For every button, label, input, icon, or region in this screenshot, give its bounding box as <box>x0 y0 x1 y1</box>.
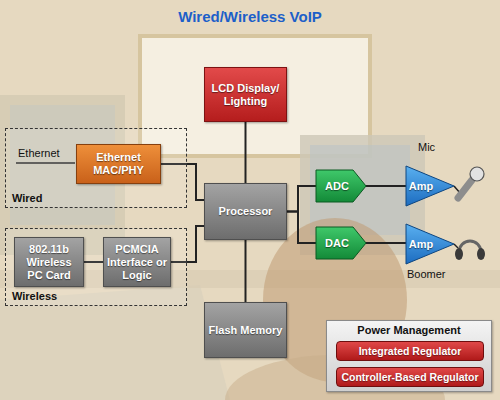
signal-wire <box>287 212 316 244</box>
converter-block-shape <box>316 227 366 259</box>
signal-label: Boomer <box>407 268 446 281</box>
node-text: 802.11b Wireless PC Card <box>15 243 83 282</box>
signal-wire <box>245 122 247 183</box>
node-text: DAC <box>322 237 352 250</box>
signal-wire <box>245 240 247 302</box>
memory-box: Flash Memory <box>204 302 287 358</box>
mic-head <box>470 167 484 181</box>
node-text: Ethernet MAC/PHY <box>77 151 160 177</box>
group-region: Wireless 802.11b Wireless PC Card PCMCIA I… <box>5 228 187 306</box>
amplifier-triangle-shape <box>406 166 454 206</box>
converter-block: ADC <box>316 170 366 202</box>
node-text: ADC <box>322 180 352 193</box>
converter-block: DAC <box>316 227 366 259</box>
headphone-cup <box>477 248 485 260</box>
node-text: Amp <box>406 238 436 251</box>
amplifier-triangle: Amp <box>406 166 454 206</box>
ethernet-box: Ethernet MAC/PHY <box>76 144 161 184</box>
mic-handle <box>458 180 472 198</box>
signal-wire <box>366 185 406 187</box>
headphone-band <box>459 241 481 252</box>
signal-label: Ethernet <box>18 147 60 160</box>
node-text: Amp <box>406 180 436 193</box>
node-text: Integrated Regulator <box>359 345 462 357</box>
diagram-title: Wired/Wireless VoIP <box>0 8 500 26</box>
headphone-lead <box>454 244 458 248</box>
node-text: Power Management <box>357 324 460 337</box>
node-text: Wired <box>6 192 42 207</box>
node-text: Wireless <box>6 290 57 305</box>
headphone-cup <box>455 248 463 260</box>
signal-wire <box>366 242 406 244</box>
group-region: Wired Ethernet MAC/PHY <box>5 128 187 208</box>
amplifier-triangle: Amp <box>406 224 454 264</box>
card-box: 802.11b Wireless PC Card <box>14 237 84 287</box>
regulator-pill: Controller-Based Regulator <box>336 367 484 387</box>
interface-box: PCMCIA Interface or Logic <box>103 237 171 287</box>
signal-wire <box>287 186 316 212</box>
display-box: LCD Display/ Lighting <box>204 67 287 122</box>
processor-box: Processor <box>204 183 287 240</box>
regulator-pill: Integrated Regulator <box>336 341 484 361</box>
node-text: Controller-Based Regulator <box>341 371 478 383</box>
node-text: PCMCIA Interface or Logic <box>104 243 170 282</box>
node-text: Flash Memory <box>206 324 286 337</box>
power-panel: Power ManagementIntegrated RegulatorCont… <box>326 320 492 392</box>
amplifier-triangle-shape <box>406 224 454 264</box>
node-text: Processor <box>216 205 276 218</box>
node-text: LCD Display/ Lighting <box>205 82 286 108</box>
converter-block-shape <box>316 170 366 202</box>
signal-label: Mic <box>418 141 435 154</box>
